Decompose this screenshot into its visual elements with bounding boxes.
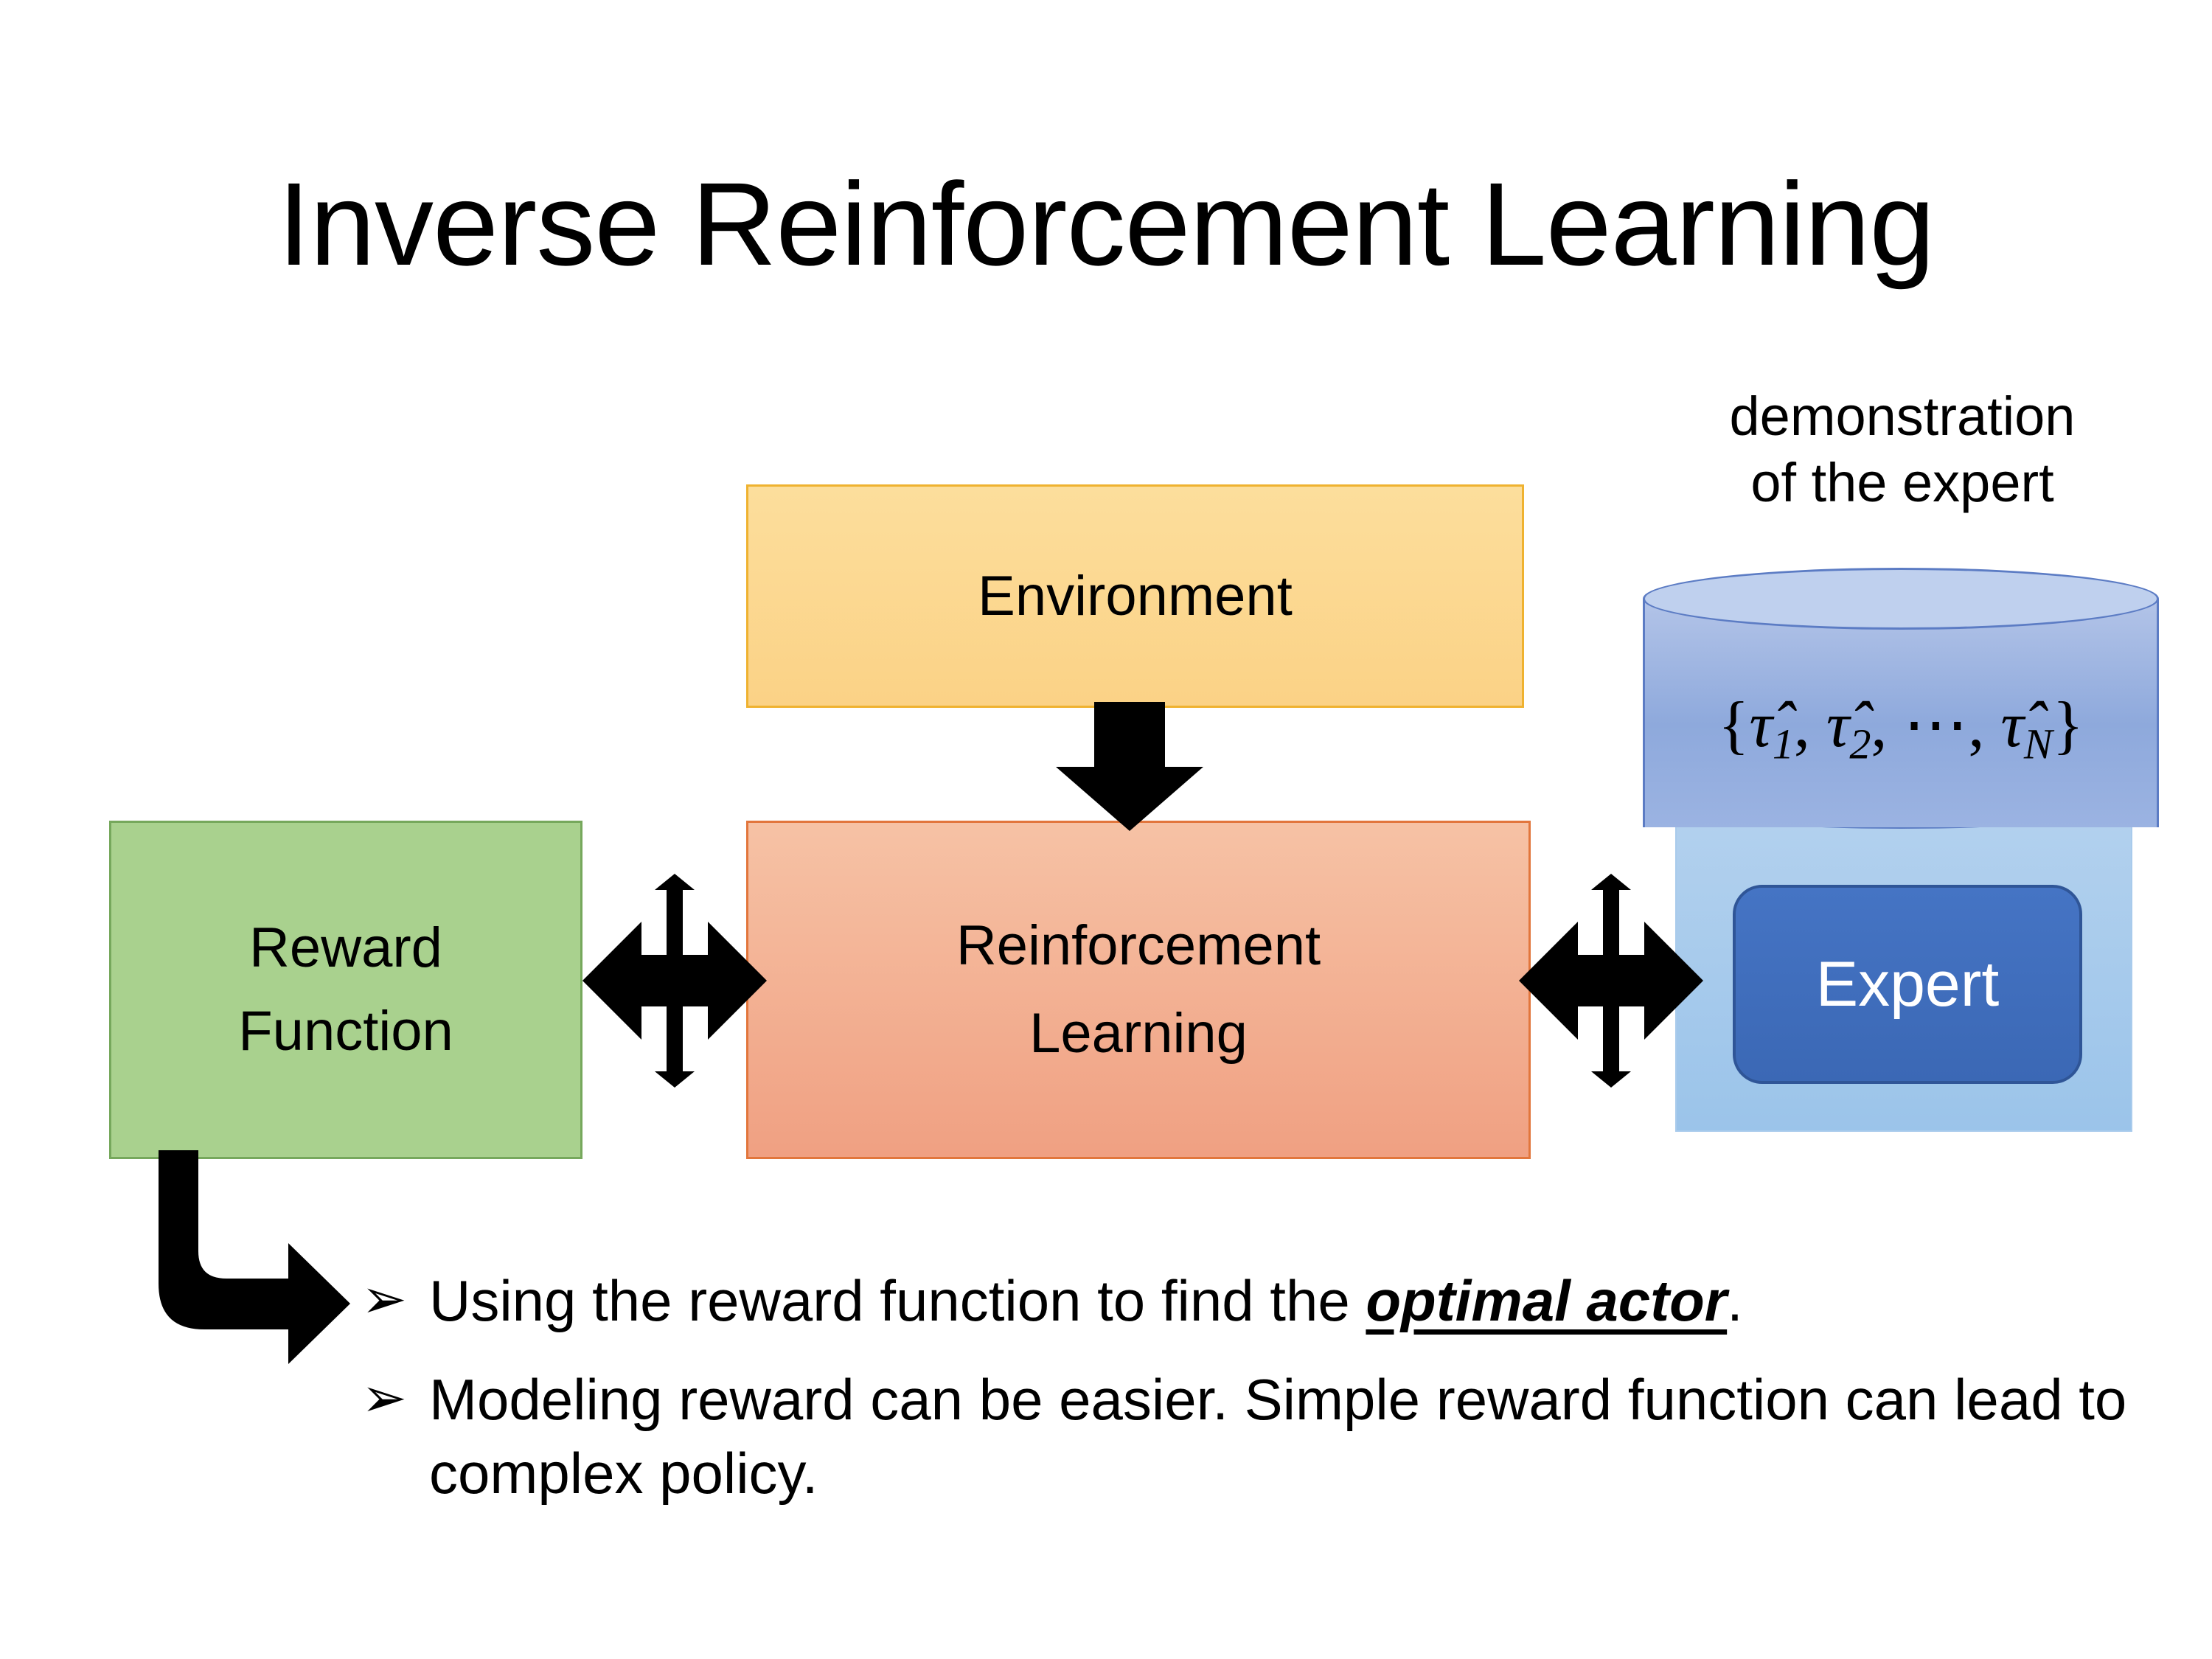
formula-sep-1: , — [1793, 689, 1826, 761]
four-way-arrow-icon — [582, 874, 767, 1088]
list-item: ➢ Modeling reward can be easier. Simple … — [361, 1363, 2131, 1511]
expert-box[interactable]: Expert — [1733, 885, 2082, 1084]
formula-close-brace: } — [2052, 689, 2084, 761]
trajectory-set-formula: {τ̂1, τ̂2, ⋯, τ̂N} — [1643, 686, 2159, 768]
reinforcement-learning-box[interactable]: Reinforcement Learning — [746, 821, 1531, 1159]
formula-term-1-subscript: 1 — [1772, 720, 1794, 768]
bullet-list: ➢ Using the reward function to find the … — [361, 1265, 2131, 1535]
bullet-arrow-icon: ➢ — [361, 1366, 408, 1428]
bullet-arrow-icon: ➢ — [361, 1268, 408, 1329]
formula-term-2-symbol: τ̂ — [1826, 689, 1850, 761]
formula-open-brace: { — [1718, 689, 1750, 761]
bullet-2-prefix: Modeling reward can be easier. Simple re… — [429, 1366, 2127, 1506]
reward-function-label: Reward Function — [238, 917, 453, 1062]
down-arrow-icon — [1056, 702, 1203, 831]
formula-term-2-subscript: 2 — [1849, 720, 1871, 768]
formula-term-n-subscript: N — [2023, 720, 2053, 768]
reward-function-box[interactable]: Reward Function — [109, 821, 582, 1159]
demonstration-cylinder: {τ̂1, τ̂2, ⋯, τ̂N} — [1643, 568, 2159, 855]
list-item: ➢ Using the reward function to find the … — [361, 1265, 2131, 1338]
four-way-arrow-icon — [1519, 874, 1703, 1088]
formula-term-n-symbol: τ̂ — [2000, 689, 2024, 761]
bullet-1-emphasis: optimal actor — [1366, 1268, 1728, 1333]
formula-term-1-symbol: τ̂ — [1749, 689, 1773, 761]
formula-sep-3: , — [1968, 689, 2001, 761]
expert-label: Expert — [1815, 948, 2000, 1020]
bullet-1-prefix: Using the reward function to find the — [429, 1268, 1366, 1333]
bullet-text-1: Using the reward function to find the op… — [429, 1265, 2131, 1338]
formula-sep-2: , — [1871, 689, 1904, 761]
page-title: Inverse Reinforcement Learning — [277, 158, 1935, 290]
bullet-1-suffix: . — [1727, 1268, 1743, 1333]
formula-ellipsis: ⋯ — [1903, 689, 1969, 761]
bullet-text-2: Modeling reward can be easier. Simple re… — [429, 1363, 2131, 1511]
expert-caption: demonstration of the expert — [1729, 386, 2076, 514]
cylinder-top-ellipse — [1643, 568, 2159, 630]
environment-label: Environment — [978, 564, 1293, 627]
reinforcement-learning-label: Reinforcement Learning — [956, 914, 1321, 1065]
cylinder-body — [1643, 599, 2159, 827]
environment-box[interactable]: Environment — [746, 484, 1524, 708]
elbow-arrow-icon — [159, 1150, 350, 1364]
